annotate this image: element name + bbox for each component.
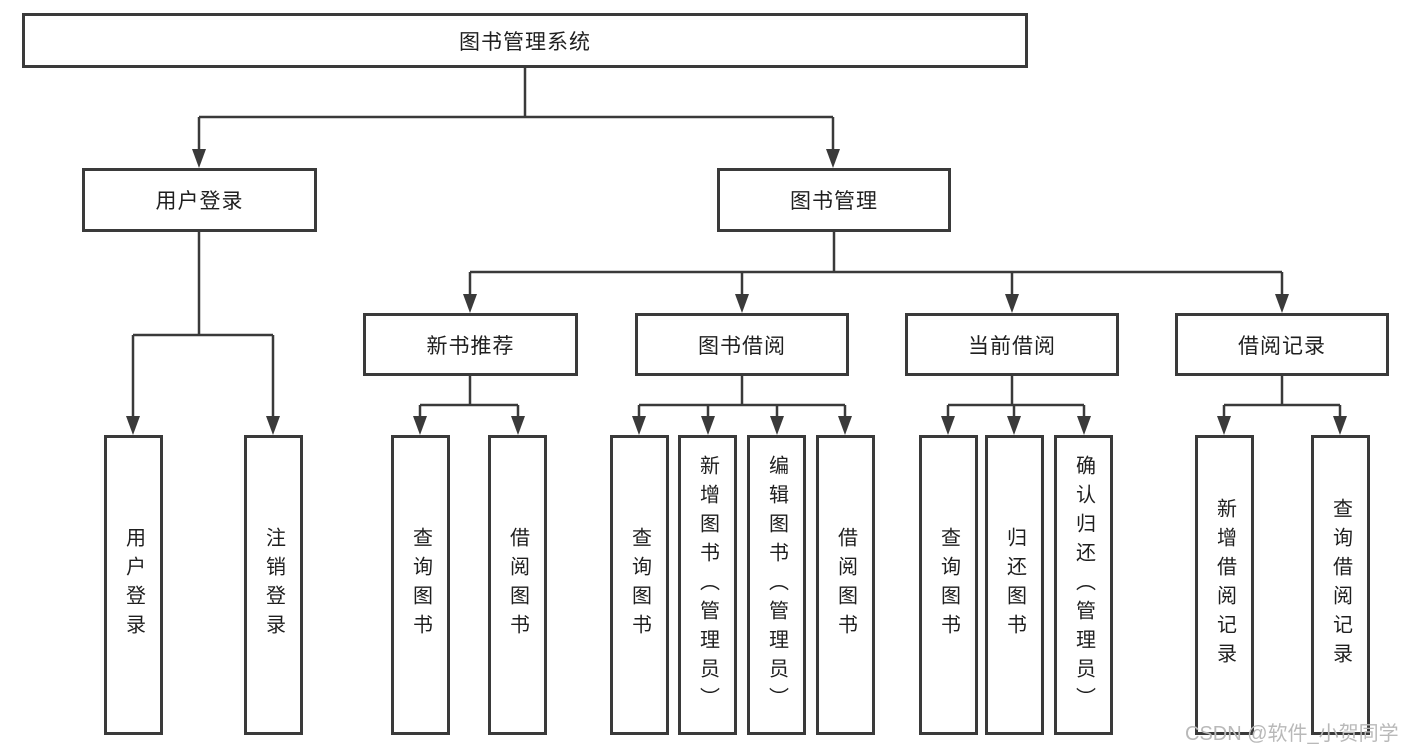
leaf-label: 借阅图书: [506, 527, 529, 643]
leaf-borrow-books: 借阅图书: [816, 435, 875, 735]
leaf-logout: 注销登录: [244, 435, 303, 735]
connector-current-borrow-to-leaves: [946, 376, 1086, 420]
leaf-label: 确认归还（管理员）: [1072, 454, 1095, 716]
node-book-borrow: 图书借阅: [635, 313, 849, 376]
leaf-return-books: 归还图书: [985, 435, 1044, 735]
arrow-down-icon: [413, 416, 427, 435]
leaf-label: 注销登录: [262, 527, 285, 643]
csdn-watermark: CSDN @软件_小贺同学: [1185, 723, 1399, 745]
leaf-confirm-return-admin: 确认归还（管理员）: [1054, 435, 1113, 735]
node-new-book-recommend: 新书推荐: [363, 313, 578, 376]
leaf-query-books-recommend: 查询图书: [391, 435, 450, 735]
leaf-add-borrow-record: 新增借阅记录: [1195, 435, 1254, 735]
connector-user-login-to-leaves: [131, 232, 275, 420]
connector-borrow-records-to-leaves: [1222, 376, 1342, 420]
arrow-down-icon: [770, 416, 784, 435]
leaf-query-books-borrow: 查询图书: [610, 435, 669, 735]
arrow-down-icon: [192, 149, 206, 168]
leaf-label: 查询图书: [937, 527, 960, 643]
connector-root-to-level1: [197, 68, 835, 152]
node-label: 用户登录: [155, 190, 244, 213]
leaf-label: 归还图书: [1003, 527, 1026, 643]
node-borrow-records: 借阅记录: [1175, 313, 1389, 376]
leaf-query-borrow-record: 查询借阅记录: [1311, 435, 1370, 735]
leaf-edit-books-admin: 编辑图书（管理员）: [747, 435, 806, 735]
arrow-down-icon: [941, 416, 955, 435]
node-label: 当前借阅: [968, 334, 1056, 358]
node-label: 新书推荐: [426, 334, 515, 358]
node-label: 图书管理系统: [459, 30, 591, 54]
node-library-management-system: 图书管理系统: [22, 13, 1028, 68]
arrow-down-icon: [838, 416, 852, 435]
leaf-user-login: 用户登录: [104, 435, 163, 735]
arrow-down-icon: [266, 416, 280, 435]
node-current-borrow: 当前借阅: [905, 313, 1119, 376]
connector-new-book-to-leaves: [418, 376, 520, 420]
arrow-down-icon: [511, 416, 525, 435]
arrow-down-icon: [1005, 294, 1019, 313]
arrow-down-icon: [1217, 416, 1231, 435]
node-label: 图书借阅: [698, 334, 786, 358]
node-book-management: 图书管理: [717, 168, 951, 232]
arrow-down-icon: [735, 294, 749, 313]
leaf-borrow-books-recommend: 借阅图书: [488, 435, 547, 735]
leaf-query-books-current: 查询图书: [919, 435, 978, 735]
arrow-down-icon: [126, 416, 140, 435]
leaf-add-books-admin: 新增图书（管理员）: [678, 435, 737, 735]
leaf-label: 查询借阅记录: [1329, 498, 1352, 672]
leaf-label: 查询图书: [409, 527, 432, 643]
leaf-label: 编辑图书（管理员）: [765, 454, 788, 716]
leaf-label: 新增图书（管理员）: [696, 454, 719, 716]
arrow-down-icon: [701, 416, 715, 435]
arrow-down-icon: [826, 149, 840, 168]
leaf-label: 新增借阅记录: [1213, 498, 1236, 672]
node-label: 图书管理: [790, 190, 878, 213]
arrowheads: [126, 149, 1347, 435]
leaf-label: 借阅图书: [834, 527, 857, 643]
arrow-down-icon: [1275, 294, 1289, 313]
connector-book-management-to-level2: [468, 232, 1284, 298]
arrow-down-icon: [1007, 416, 1021, 435]
leaf-label: 查询图书: [628, 527, 651, 643]
leaf-label: 用户登录: [122, 527, 145, 643]
connector-book-borrow-to-leaves: [637, 376, 847, 420]
arrow-down-icon: [1333, 416, 1347, 435]
node-label: 借阅记录: [1238, 334, 1326, 358]
arrow-down-icon: [1077, 416, 1091, 435]
node-user-login: 用户登录: [82, 168, 317, 232]
arrow-down-icon: [632, 416, 646, 435]
arrow-down-icon: [463, 294, 477, 313]
